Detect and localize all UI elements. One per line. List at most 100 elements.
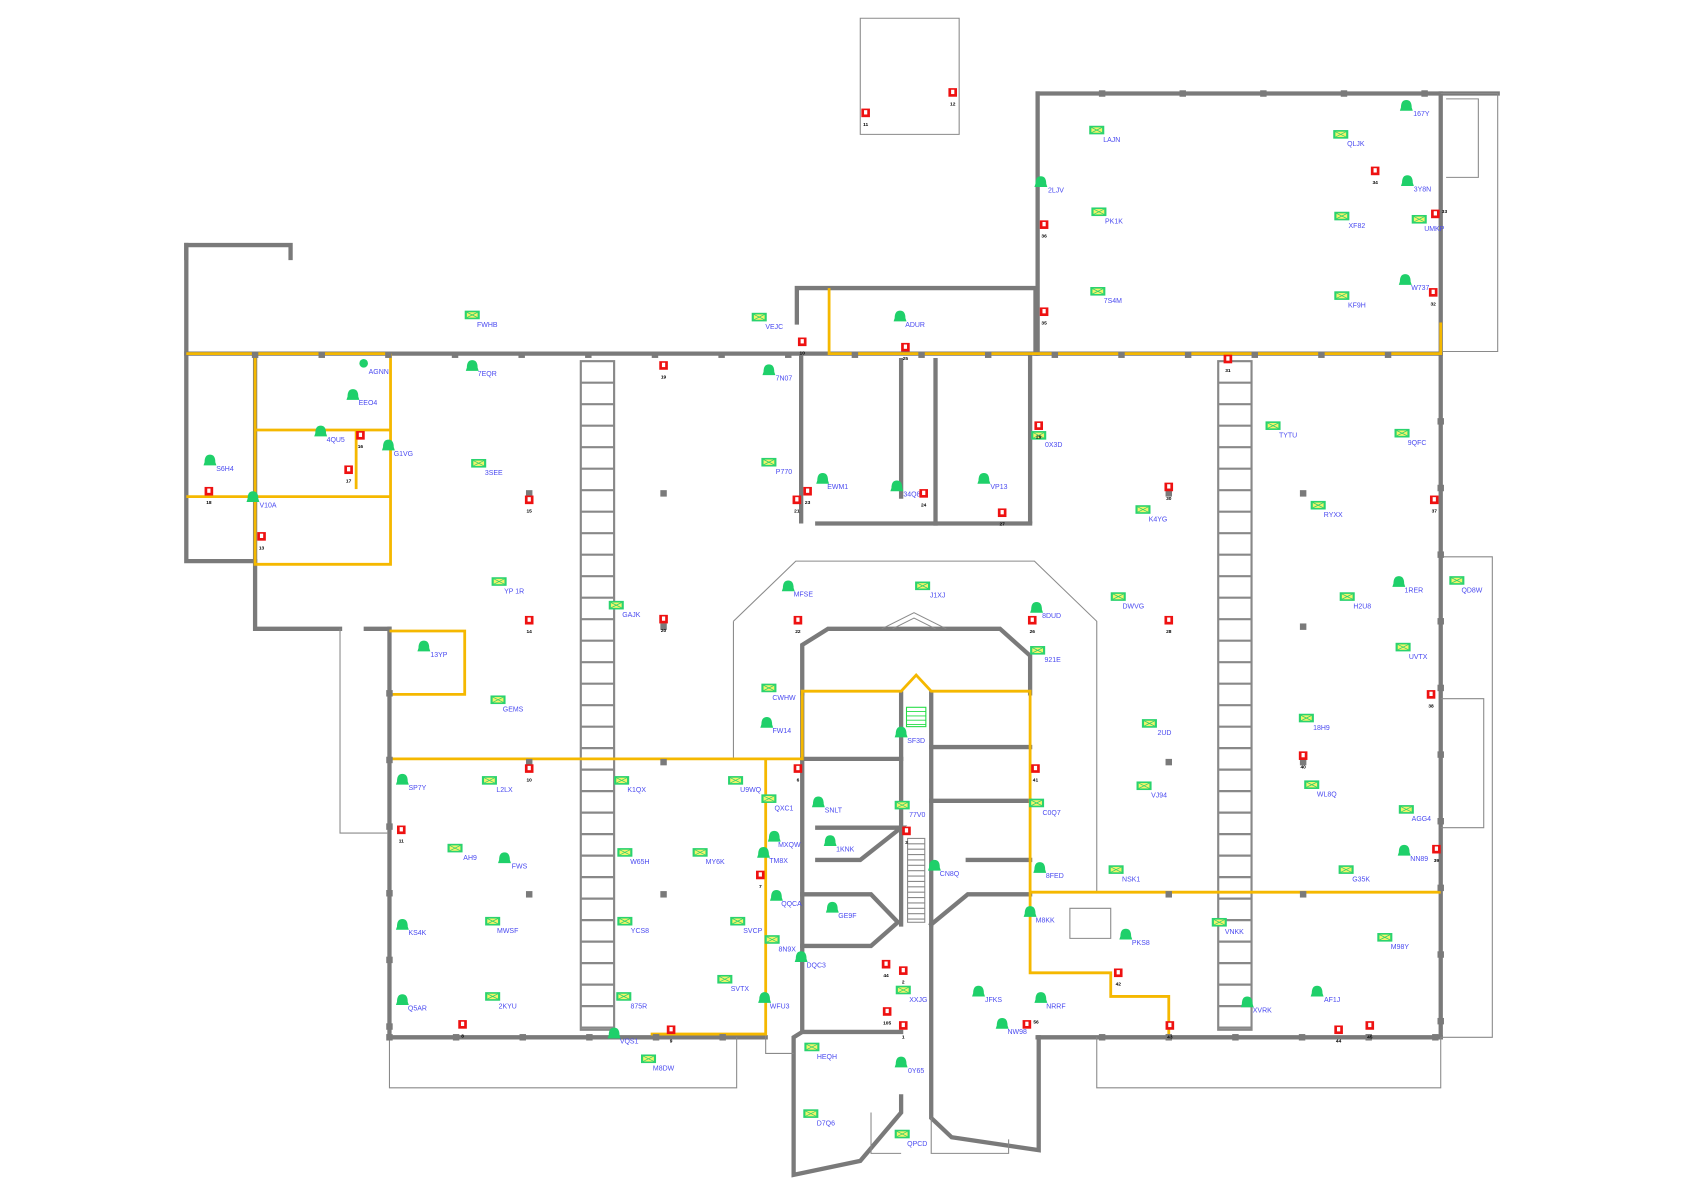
device-vp13[interactable]: VP13 <box>977 472 1008 491</box>
fire-alarm[interactable]: 14 <box>524 615 534 635</box>
device-7s4m[interactable]: 7S4M <box>1090 287 1122 305</box>
device-cwhw[interactable]: CWHW <box>761 683 796 702</box>
device-kf9h[interactable]: KF9H <box>1334 291 1366 309</box>
device-8fed[interactable]: 8FED <box>1033 862 1064 880</box>
device-8n9x[interactable]: 8N9X <box>764 935 797 953</box>
device-w737[interactable]: W737 <box>1398 274 1430 292</box>
device-m98y[interactable]: M98Y <box>1377 933 1409 951</box>
fire-alarm[interactable]: 39 <box>1432 844 1441 864</box>
device-2kyu[interactable]: 2KYU <box>485 992 517 1010</box>
device-34q8[interactable]: 34Q8 <box>890 480 921 499</box>
fire-alarm[interactable]: 56 <box>1022 1019 1039 1029</box>
fire-alarm[interactable]: 32 <box>1428 288 1438 307</box>
device-gajk[interactable]: GAJK <box>608 600 641 619</box>
device-snlt[interactable]: SNLT <box>811 796 843 815</box>
device-pk1k[interactable]: PK1K <box>1091 207 1123 226</box>
device-k4yg[interactable]: K4YG <box>1135 505 1167 523</box>
device-qd8w[interactable]: QD8W <box>1449 576 1483 594</box>
device-tm8x[interactable]: TM8X <box>757 847 788 865</box>
fire-alarm[interactable]: 40 <box>1298 751 1308 771</box>
device-s6h4[interactable]: S6H4 <box>203 454 234 473</box>
fire-alarm[interactable]: 44 <box>881 959 891 979</box>
fire-alarm[interactable]: 6 <box>793 764 803 783</box>
fire-alarm[interactable]: 12 <box>948 88 958 107</box>
fire-alarm[interactable]: 27 <box>997 508 1007 528</box>
device-921e[interactable]: 921E <box>1030 646 1061 664</box>
fire-alarm[interactable]: 17 <box>344 465 353 485</box>
device-svtx[interactable]: SVTX <box>717 974 749 993</box>
device-fw14[interactable]: FW14 <box>760 716 791 735</box>
device-0y65[interactable]: 0Y65 <box>894 1056 925 1075</box>
device-pks8[interactable]: PKS8 <box>1119 928 1150 947</box>
device-tytu[interactable]: TYTU <box>1265 421 1298 439</box>
fire-alarm[interactable]: 28 <box>1164 615 1174 635</box>
device-3y8n[interactable]: 3Y8N <box>1400 175 1431 193</box>
device-ks4k[interactable]: KS4K <box>395 919 427 937</box>
fire-alarm[interactable]: 45 <box>1365 1021 1375 1040</box>
device-fws[interactable]: FWS <box>498 852 528 871</box>
device-gems[interactable]: GEMS <box>490 695 524 714</box>
device-ycs8[interactable]: YCS8 <box>617 916 649 935</box>
device-eeo4[interactable]: EEO4 <box>346 389 377 407</box>
device-nn89[interactable]: NN89 <box>1397 844 1429 863</box>
device-lajn[interactable]: LAJN <box>1089 125 1120 144</box>
device-j1xj[interactable]: J1XJ <box>915 581 945 600</box>
fire-alarm[interactable]: 26 <box>1027 615 1037 635</box>
device-2ljv[interactable]: 2LJV <box>1034 176 1064 194</box>
fire-alarm[interactable]: 22 <box>793 615 803 635</box>
fire-alarm[interactable]: 38 <box>1426 690 1436 709</box>
device-my6k[interactable]: MY6K <box>692 848 725 866</box>
fire-alarm[interactable]: 2 <box>898 966 908 986</box>
fire-alarm[interactable]: 35 <box>1039 307 1049 327</box>
device-ge9f[interactable]: GE9F <box>825 901 857 920</box>
device-d7q6[interactable]: D7Q6 <box>803 1109 835 1127</box>
device-wl8q[interactable]: WL8Q <box>1304 780 1337 799</box>
device-1knk[interactable]: 1KNK <box>823 835 855 853</box>
fire-alarm[interactable]: 8 <box>458 1020 467 1039</box>
device-qqca[interactable]: QQCA <box>769 890 802 908</box>
fire-alarm[interactable]: 23 <box>803 486 812 506</box>
device-vnkk[interactable]: VNKK <box>1211 917 1244 936</box>
device-wfu3[interactable]: WFU3 <box>758 992 790 1010</box>
device-l2lx[interactable]: L2LX <box>481 776 513 794</box>
fire-alarm[interactable]: 29 <box>1034 421 1044 441</box>
device-7n07[interactable]: 7N07 <box>762 364 792 383</box>
fire-alarm[interactable]: 36 <box>1039 220 1049 240</box>
fire-alarm[interactable]: 3 <box>902 826 911 846</box>
device-1rer[interactable]: 1RER <box>1392 576 1423 594</box>
device-cn8q[interactable]: CN8Q <box>927 859 960 878</box>
fire-alarm[interactable]: 13 <box>257 532 266 551</box>
device-4qu5[interactable]: 4QU5 <box>314 425 345 444</box>
fire-alarm[interactable]: 25 <box>901 342 910 362</box>
fire-alarm[interactable]: 1 <box>898 1021 908 1040</box>
device-ewm1[interactable]: EWM1 <box>816 472 848 491</box>
fire-alarm[interactable]: 11 <box>861 108 870 128</box>
device-g35k[interactable]: G35K <box>1338 865 1371 883</box>
device-k1qx[interactable]: K1QX <box>614 776 646 794</box>
device-umkp[interactable]: UMKP <box>1411 214 1445 233</box>
fire-alarm[interactable]: 37 <box>1429 495 1439 515</box>
device-w65h[interactable]: W65H <box>617 848 650 866</box>
device-m8dw[interactable]: M8DW <box>640 1054 675 1073</box>
device-q5ar[interactable]: Q5AR <box>395 994 427 1012</box>
device-xxjg[interactable]: XXJG <box>895 985 928 1004</box>
device-dqc3[interactable]: DQC3 <box>794 951 826 969</box>
device-h2u8[interactable]: H2U8 <box>1339 592 1372 610</box>
fire-alarm[interactable]: 33 <box>1431 209 1447 219</box>
device-mwsf[interactable]: MWSF <box>485 916 518 935</box>
fire-alarm[interactable]: 10 <box>524 764 534 783</box>
device-p770[interactable]: P770 <box>761 457 792 476</box>
device-mfse[interactable]: MFSE <box>781 580 814 599</box>
device-nsk1[interactable]: NSK1 <box>1108 865 1141 883</box>
device-uvtx[interactable]: UVTX <box>1395 642 1428 661</box>
device-agg4[interactable]: AGG4 <box>1398 805 1431 823</box>
device-vejc[interactable]: VEJC <box>751 312 783 331</box>
fire-alarm[interactable]: 16 <box>356 431 365 450</box>
device-adur[interactable]: ADUR <box>893 310 925 329</box>
device-dwvg[interactable]: DWVG <box>1110 592 1144 610</box>
fire-alarm[interactable]: 9 <box>666 1025 676 1045</box>
fire-alarm[interactable]: 7 <box>756 870 765 890</box>
device-nrrf[interactable]: NRRF <box>1034 992 1066 1010</box>
fire-alarm[interactable]: 31 <box>1223 354 1233 374</box>
fire-alarm[interactable]: 42 <box>1113 968 1123 988</box>
